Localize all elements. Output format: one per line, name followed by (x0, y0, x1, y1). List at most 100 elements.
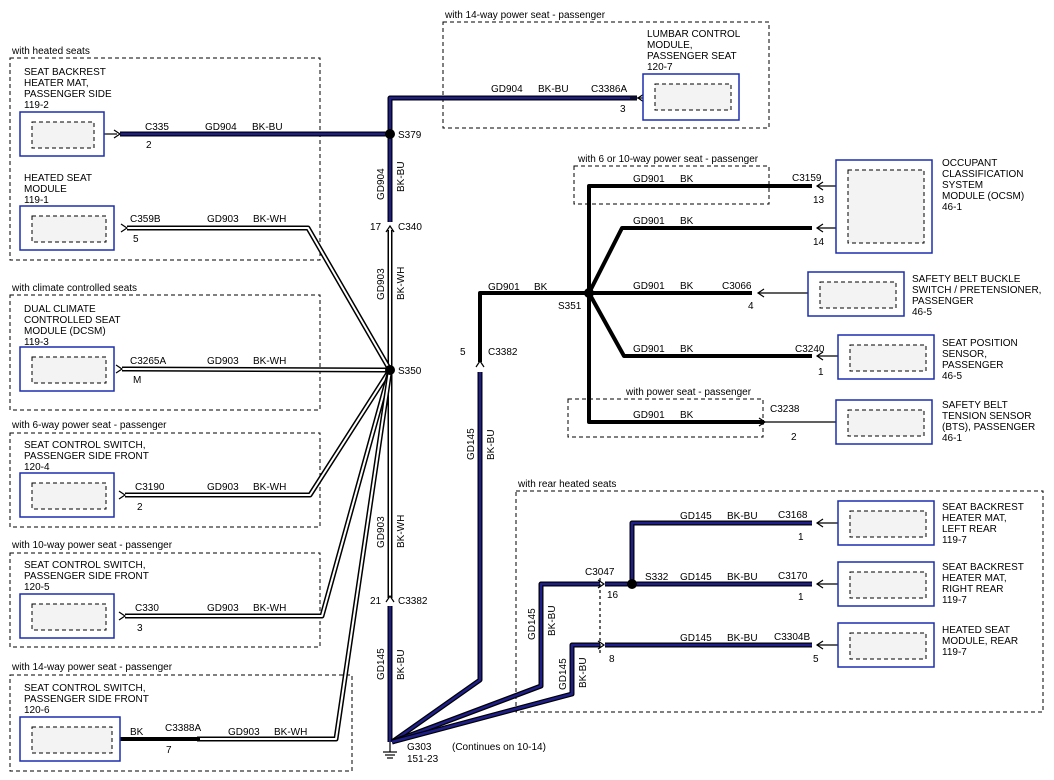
wire-bkwh-hs: BK-WH (253, 214, 286, 225)
label-backrest-right-rear: SEAT BACKREST HEATER MAT, RIGHT REAR 119… (942, 562, 1026, 606)
group-label-power-seat: with power seat - passenger (625, 387, 752, 398)
group-label-heated-seats: with heated seats (11, 46, 90, 57)
label-seat-position: SEAT POSITION SENSOR, PASSENGER 46-5 (942, 338, 1021, 382)
label-lumbar: LUMBAR CONTROL MODULE, PASSENGER SEAT 12… (647, 29, 743, 73)
group-box-14way-top (442, 21, 770, 129)
group-label-6way: with 6-way power seat - passenger (11, 420, 167, 431)
ground-label: G303 (407, 742, 432, 753)
pin-c3190: 2 (137, 502, 143, 513)
wire-gd901-buckle: GD901 (633, 281, 665, 292)
pin-c3388a: 7 (166, 745, 172, 756)
wire-bkwh-dcsm: BK-WH (253, 356, 286, 367)
wire-bk-s351: BK (534, 282, 548, 293)
component-dcsm (19, 346, 115, 392)
connector-c3240: C3240 (795, 344, 825, 355)
group-label-10way: with 10-way power seat - passenger (11, 540, 173, 551)
wire-bkbu-vert-8: BK-BU (578, 657, 589, 688)
connector-c3190: C3190 (135, 482, 165, 493)
wire-bkwh-vert2: BK-WH (396, 515, 407, 548)
pin-c3238: 2 (791, 432, 797, 443)
splice-s332 (627, 579, 637, 589)
pin-c3265a: M (133, 375, 141, 386)
wire-gd903-dcsm: GD903 (207, 356, 239, 367)
pin-c3240: 1 (818, 367, 824, 378)
wire-bkbu-vert-trunk: BK-BU (396, 649, 407, 680)
label-backrest-mat-pass: SEAT BACKREST HEATER MAT, PASSENGER SIDE… (24, 67, 114, 111)
wire-gd145-vert-c3382: GD145 (466, 428, 477, 460)
connector-c3066: C3066 (722, 281, 752, 292)
component-heated-seat-module (19, 205, 115, 251)
group-box-rear-heated (515, 490, 1044, 713)
wire-gd901-s351: GD901 (488, 282, 520, 293)
wire-bk-ocsm1: BK (680, 174, 694, 185)
connector-c3382-top: C3382 (488, 347, 518, 358)
group-label-14way-top: with 14-way power seat - passenger (444, 10, 606, 21)
group-label-14way-left: with 14-way power seat - passenger (11, 662, 173, 673)
group-label-climate: with climate controlled seats (11, 283, 137, 294)
connector-c3168: C3168 (778, 510, 808, 521)
component-switch-6way (19, 472, 115, 518)
ground-symbol-g303 (383, 742, 397, 759)
pin-c335: 2 (146, 140, 152, 151)
wire-bkbu-vert-16: BK-BU (547, 605, 558, 636)
connector-c3388a: C3388A (165, 723, 201, 734)
wire-bkbu-vert: BK-BU (396, 161, 407, 192)
wire-gd145-vert-trunk: GD145 (376, 648, 387, 680)
component-switch-14way (19, 716, 121, 762)
pin-c340: 17 (370, 222, 382, 233)
label-heated-seat-module: HEATED SEAT MODULE 119-1 (24, 173, 95, 206)
label-buckle: SAFETY BELT BUCKLE SWITCH / PRETENSIONER… (912, 274, 1044, 318)
connector-c340: C340 (398, 222, 422, 233)
pin-c3047-8: 8 (609, 654, 615, 665)
component-switch-10way (19, 593, 115, 639)
wire-gd904-left: GD904 (205, 122, 237, 133)
wire-bkwh-14way: BK-WH (274, 727, 307, 738)
pin-c330: 3 (137, 623, 143, 634)
label-switch-10way: SEAT CONTROL SWITCH, PASSENGER SIDE FRON… (24, 560, 151, 593)
wire-gd903-6way: GD903 (207, 482, 239, 493)
component-heated-module-rear (837, 622, 935, 668)
wire-bk-14way: BK (130, 727, 144, 738)
group-label-6or10: with 6 or 10-way power seat - passenger (577, 154, 759, 165)
component-buckle (807, 271, 905, 317)
pin-c3386a: 3 (620, 104, 626, 115)
connector-c3386a: C3386A (591, 84, 627, 95)
wire-gd901-position: GD901 (633, 344, 665, 355)
wire-gd903-vert2: GD903 (376, 516, 387, 548)
connector-c335: C335 (145, 122, 169, 133)
label-switch-14way: SEAT CONTROL SWITCH, PASSENGER SIDE FRON… (24, 683, 151, 716)
connector-c359b: C359B (130, 214, 161, 225)
connector-c3159: C3159 (792, 173, 822, 184)
connector-c330: C330 (135, 603, 159, 614)
pin-c3159-14: 14 (813, 237, 825, 248)
splice-label-s350: S350 (398, 366, 422, 377)
pin-c359b: 5 (133, 234, 139, 245)
group-box-10way (9, 552, 321, 648)
connector-c3265a: C3265A (130, 356, 166, 367)
wire-gd903-14way: GD903 (228, 727, 260, 738)
wire-gd145-vert-16: GD145 (527, 608, 538, 640)
wire-bkwh-6way: BK-WH (253, 482, 286, 493)
splice-s350 (385, 365, 395, 375)
group-box-14way-left (9, 674, 353, 772)
wire-gd904-top: GD904 (491, 84, 523, 95)
component-bts (835, 399, 933, 445)
pin-c3159-13: 13 (813, 195, 825, 206)
connector-c3238: C3238 (770, 404, 800, 415)
label-switch-6way: SEAT CONTROL SWITCH, PASSENGER SIDE FRON… (24, 440, 151, 473)
group-box-heated-seats (9, 57, 321, 261)
wire-bkwh-10way: BK-WH (253, 603, 286, 614)
wire-bk-bts: BK (680, 410, 694, 421)
ground-ref: 151-23 (407, 754, 439, 765)
component-backrest-mat-pass (19, 111, 105, 157)
wire-gd145-vert-8: GD145 (558, 658, 569, 690)
pin-c3168: 1 (798, 532, 804, 543)
label-ocsm: OCCUPANT CLASSIFICATION SYSTEM MODULE (O… (942, 158, 1027, 213)
component-backrest-right-rear (837, 561, 935, 607)
wire-gd145-rr: GD145 (680, 572, 712, 583)
splice-label-s351: S351 (558, 301, 582, 312)
wire-bkbu-lr: BK-BU (727, 511, 758, 522)
label-heated-module-rear: HEATED SEAT MODULE, REAR 119-7 (942, 625, 1021, 658)
wire-bkbu-rm: BK-BU (727, 633, 758, 644)
